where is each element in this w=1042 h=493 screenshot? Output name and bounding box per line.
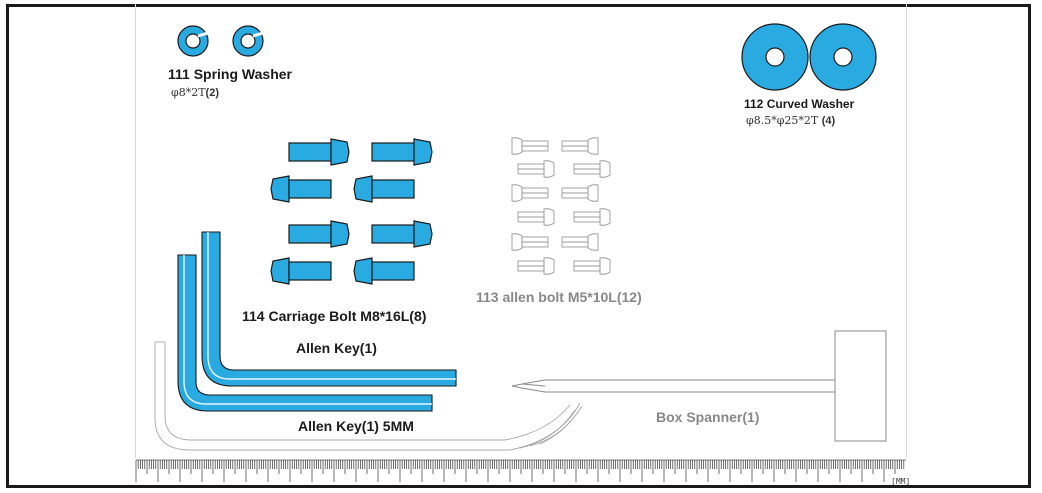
carriage-bolt-label: 114 Carriage Bolt M8*16L(8) — [242, 308, 427, 324]
large-allen-key-sketch — [154, 341, 583, 451]
allen-bolt-label: 113 allen bolt M5*10L(12) — [476, 289, 642, 305]
curved-washer-label: 112 Curved Washer — [744, 97, 855, 111]
ruler-unit-text: MM — [895, 477, 906, 486]
curved-washer-icon — [741, 23, 877, 91]
guide-line-right — [906, 4, 907, 458]
allen-key-icon — [201, 231, 457, 387]
spring-washer-spec: φ8*2T(2) — [171, 86, 219, 99]
ruler-unit-label: [MM] — [891, 477, 911, 486]
allen-key-5mm-icon — [177, 254, 433, 412]
allen-key-5mm-label: Allen Key(1) 5MM — [298, 418, 414, 434]
ruler — [135, 459, 906, 482]
box-spanner-label: Box Spanner(1) — [656, 409, 760, 425]
spring-washer-label: 111 Spring Washer — [168, 66, 292, 82]
allen-key-label: Allen Key(1) — [296, 340, 377, 356]
spring-washer-icon — [177, 25, 264, 57]
guide-line-left — [135, 4, 136, 458]
allen-bolt-icon — [511, 137, 611, 275]
curved-washer-spec: φ8.5*φ25*2T (4) — [746, 114, 836, 127]
box-spanner-icon — [511, 330, 887, 442]
carriage-bolt-icon — [270, 138, 433, 285]
